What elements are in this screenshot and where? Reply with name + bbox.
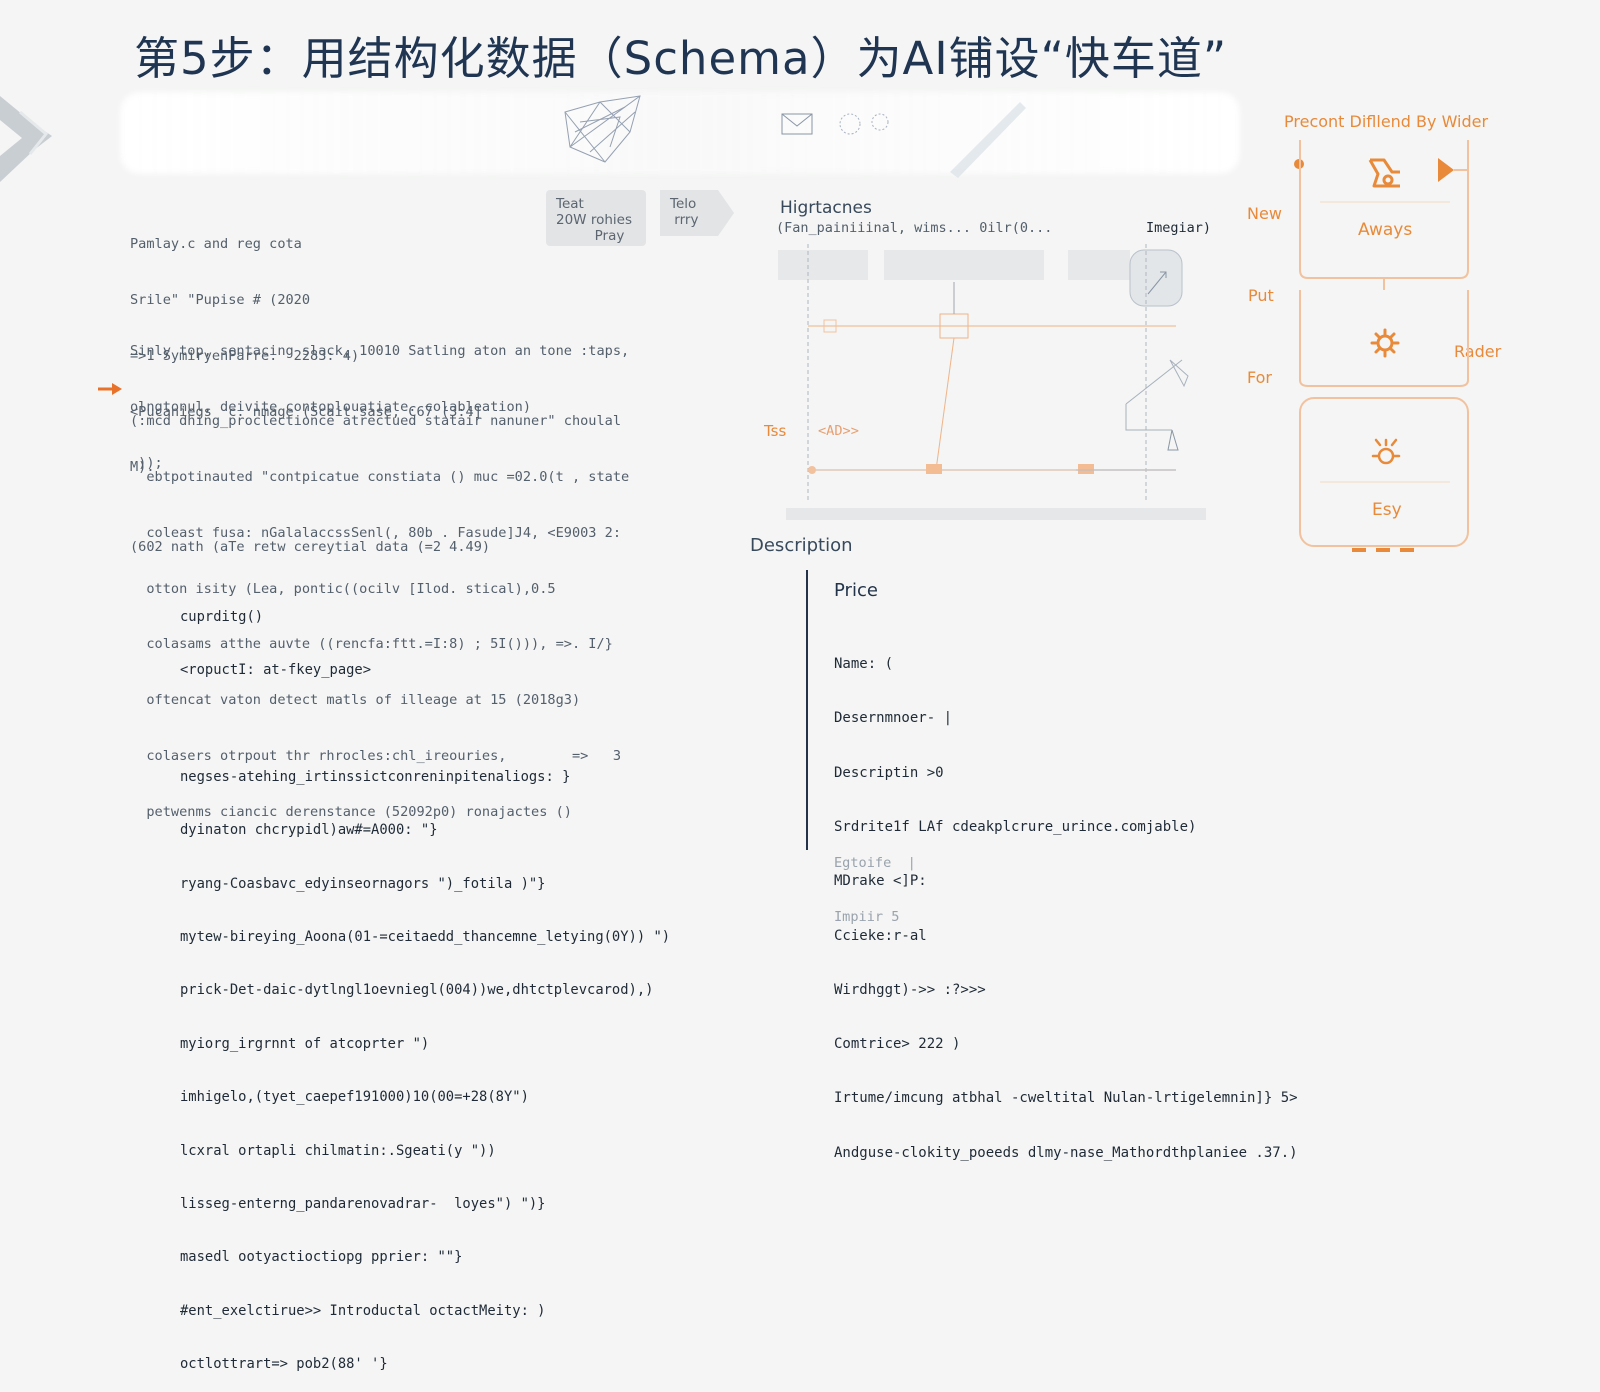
diagram-bar	[786, 508, 1206, 520]
code-line: ebtpotinauted "contpicatue constiata () …	[130, 468, 630, 485]
description-label: Description	[750, 535, 853, 556]
price-heading: Price	[834, 580, 878, 601]
code-line: #ent_exelctirue>> Introductal octactMeit…	[180, 1302, 546, 1319]
diagram-heading: Higrtacnes	[780, 198, 872, 218]
right-panel-header: Precont Difllend By Wider	[1284, 112, 1489, 131]
code-chip-arrow[interactable]: Telo rrry	[660, 190, 734, 236]
code-line: mytew-bireying_Aoona(01-=ceitaedd_thance…	[180, 928, 671, 945]
route-icon[interactable]	[1366, 156, 1406, 190]
code-line: (:mcd dhing_proclectionce atrectued stat…	[130, 413, 622, 430]
code-line: octlottrart=> pob2(88' '}	[180, 1356, 388, 1373]
code-line: oftencat vaton detect matls of illeage a…	[130, 692, 581, 709]
side-label-put: Put	[1248, 286, 1274, 305]
faded-banner	[120, 92, 1240, 174]
network-sketch-icon	[564, 95, 641, 163]
chevron-right-icon	[0, 96, 52, 182]
code-mid: Sinly top, sentacing slack, 10010 Satlin…	[130, 305, 629, 491]
code-chip-label: Telo rrry	[670, 196, 699, 228]
code-line: dyinaton chcrypidl)aw#=A000: "}	[180, 822, 438, 839]
diagram-box	[884, 250, 1044, 280]
diagram-sub: (Fan_painiiinal, wims... 0ilr(0...	[776, 220, 1053, 236]
code-line: petwenms ciancic derenstance (52092p0) r…	[130, 803, 572, 820]
code-line: ryang-Coasbavc_edyinseornagors ")_fotila…	[180, 875, 546, 892]
diagram-node	[926, 464, 942, 474]
code-top: Pamlay.c and reg cota Srile" "Pupise # (…	[130, 198, 482, 496]
card-label: Aways	[1358, 220, 1413, 240]
code-line: ));	[130, 454, 163, 471]
code-line: otton isity (Lea, pontic((ocilv [Ilod. s…	[130, 580, 556, 597]
code-line: M).	[130, 459, 155, 476]
code-line: cuprditg()	[180, 608, 264, 625]
diagram-box	[1068, 250, 1130, 280]
tss-code: <AD>>	[818, 423, 859, 439]
side-label-rader: Rader	[1454, 342, 1502, 361]
price-field: Desernmnoer- |	[834, 710, 953, 727]
gear-icon[interactable]	[1370, 328, 1400, 358]
code-line: colasers otrpout thr rhrocles:chl_ireour…	[130, 747, 622, 764]
price-field: Wirdhggt)->> :?>>>	[834, 981, 986, 998]
right-panel-frame	[1294, 140, 1469, 552]
envelope-sketch-icon	[781, 113, 889, 135]
code-line: =>1 SymiryenParre. 2283: 4)	[130, 347, 360, 364]
price-field: MDrake <]P:	[834, 873, 927, 890]
divider	[806, 570, 808, 850]
price-footer: Egtoife | Impiir 5	[834, 818, 916, 944]
code-line: Pamlay.c and reg cota	[130, 236, 302, 253]
code-line: myiorg_irgrnnt of atcoprter ")	[180, 1035, 430, 1052]
tss-label: Tss	[764, 422, 787, 440]
diagram-sub-right: Imegiar)	[1146, 220, 1212, 236]
code-line: Srile" "Pupise # (2020	[130, 291, 311, 308]
price-field: Comtrice> 222 )	[834, 1036, 961, 1053]
code-line: <ropuctI: at-fkey_page>	[180, 661, 372, 678]
price-field: Name: (	[834, 656, 894, 673]
diagram-node	[1129, 249, 1183, 307]
code-line: imhigelo,(tyet_caepef191000)10(00=+28(8Y…	[180, 1089, 529, 1106]
price-footer-line: Impiir 5	[834, 909, 900, 925]
price-field: Irtume/imcung atbhal -cweltital Nulan-lr…	[834, 1090, 1298, 1107]
price-field: Srdrite1f LAf cdeakplcrure_urince.comjab…	[834, 819, 1197, 836]
code-line: Sinly top, sentacing slack, 10010 Satlin…	[130, 343, 630, 360]
code-line: masedl ootyactioctiopg pprier: ""}	[180, 1249, 463, 1266]
code-line: colasams atthe auvte ((rencfa:ftt.=I:8) …	[130, 636, 613, 653]
code-line	[180, 715, 670, 733]
code-line: lcxral ortapli chilmatin:.Sgeati(y "))	[180, 1142, 496, 1159]
arrow-right-icon	[98, 383, 122, 395]
price-field: Andguse-clokity_poeeds dlmy-nase_Mathord…	[834, 1144, 1298, 1161]
diagram-node	[1078, 464, 1094, 474]
bug-gear-icon[interactable]	[1370, 436, 1402, 470]
code-note: (602 nath (aTe retw cereytial data (=2 4…	[130, 539, 491, 555]
price-footer-line: Egtoife |	[834, 855, 916, 871]
side-label-for: For	[1247, 368, 1272, 387]
code-line: coleast fusa: nGalalaccssSenl(, 80b . Fa…	[130, 524, 622, 541]
code-bottom: cuprditg() <ropuctI: at-fkey_page> negse…	[180, 573, 670, 1392]
chip-arrow-shape	[660, 190, 734, 236]
diagram-box	[778, 250, 868, 280]
price-field: Descriptin >0	[834, 764, 944, 781]
code-line: olngtonul, deivite contoplouatiate. cola…	[130, 398, 532, 415]
code-line: <Pucaniegs c. nmage (Scait sase, C67 (3:…	[130, 403, 482, 420]
code-line: lisseg-enterng_pandarenovadrar- loyes") …	[180, 1195, 546, 1212]
code-line: negses-atehing_irtinssictconreninpitenal…	[180, 768, 571, 785]
card-label: Esy	[1372, 500, 1402, 520]
code-block: (:mcd dhing_proclectionce atrectued stat…	[130, 375, 629, 840]
page-title: 第5步：用结构化数据（Schema）为AI铺设“快车道”	[134, 32, 1228, 85]
code-line: prick-Det-daic-dytlngl1oevniegl(004))we,…	[180, 982, 654, 999]
flow-diagram	[778, 244, 1206, 520]
pen-sketch-icon	[950, 102, 1026, 178]
side-label-new: New	[1247, 204, 1282, 223]
code-chip[interactable]: Teat 20W rohies Pray	[546, 190, 646, 246]
